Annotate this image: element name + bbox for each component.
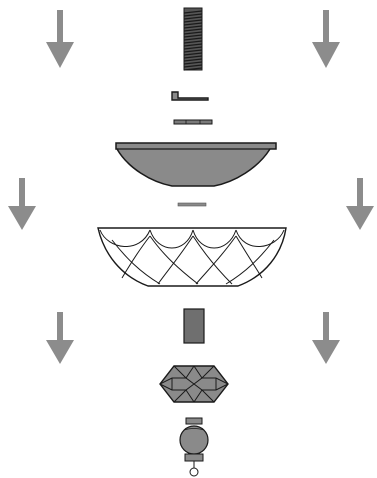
thread-line <box>183 13 203 17</box>
finial-icon <box>179 417 209 477</box>
gasket-icon <box>177 202 207 207</box>
thread-line <box>183 34 203 38</box>
canopy-icon <box>115 142 277 187</box>
arrow-down-bottom-left <box>46 312 74 364</box>
glass-bowl-icon <box>97 227 287 287</box>
thread-line <box>183 52 203 56</box>
thread-line <box>183 49 203 53</box>
arrow-down-top-left <box>46 10 74 68</box>
thread-line <box>183 64 203 68</box>
arrow-down-middle-right <box>346 178 374 230</box>
washer-icon <box>173 119 213 125</box>
crystal-icon <box>159 365 229 403</box>
arrow-down-top-right <box>312 10 340 68</box>
thread-line <box>183 67 203 71</box>
thread-line <box>183 31 203 35</box>
spacer-icon <box>183 308 205 344</box>
thread-line <box>183 43 203 47</box>
thread-line <box>183 37 203 41</box>
bracket-icon <box>171 91 209 101</box>
thread-line <box>183 16 203 20</box>
arrow-down-bottom-right <box>312 312 340 364</box>
thread-line <box>183 58 203 62</box>
thread-line <box>183 61 203 65</box>
thread-line <box>183 19 203 23</box>
threaded-rod-icon <box>183 7 203 71</box>
thread-line <box>183 10 203 14</box>
thread-line <box>183 25 203 29</box>
thread-line <box>183 46 203 50</box>
thread-line <box>183 22 203 26</box>
thread-line <box>183 40 203 44</box>
thread-line <box>183 55 203 59</box>
thread-line <box>183 28 203 32</box>
arrow-down-middle-left <box>8 178 36 230</box>
